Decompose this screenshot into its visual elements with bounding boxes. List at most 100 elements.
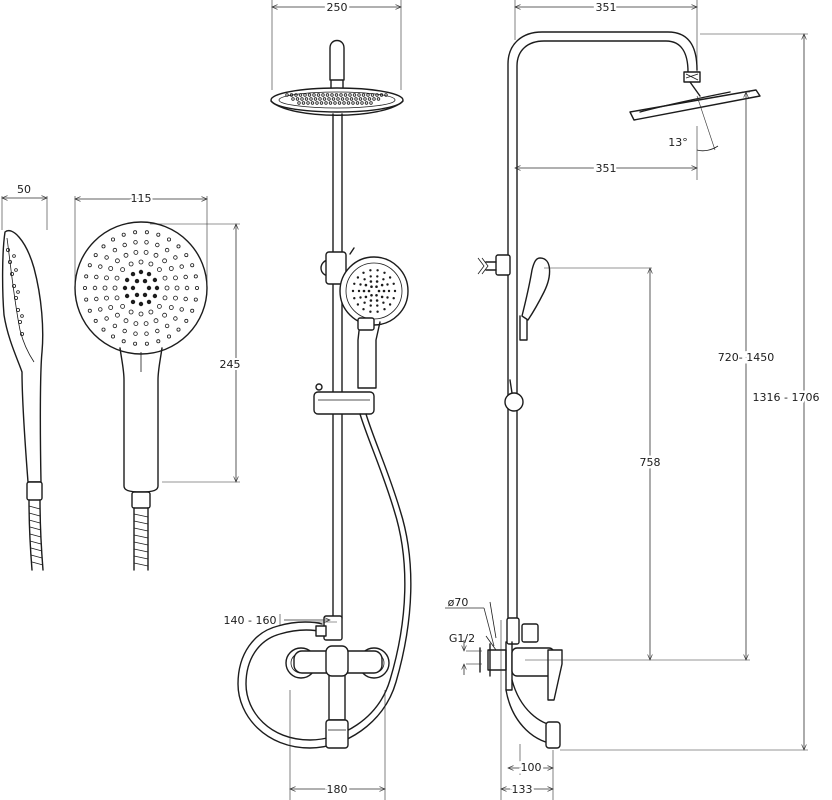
nozzle xyxy=(94,296,99,302)
nozzle xyxy=(120,303,125,309)
nozzle xyxy=(376,97,381,101)
nozzle xyxy=(138,301,144,307)
nozzle xyxy=(122,285,128,291)
nozzle xyxy=(184,318,189,323)
nozzle xyxy=(322,97,327,101)
nozzle xyxy=(357,289,361,293)
handshower-nozzles xyxy=(83,230,199,346)
nozzle xyxy=(315,101,319,105)
nozzle xyxy=(104,275,109,281)
nozzle xyxy=(162,258,168,264)
nozzle xyxy=(327,97,331,101)
nozzle xyxy=(108,305,114,310)
nozzle xyxy=(348,93,352,97)
nozzle xyxy=(162,312,168,318)
nozzle xyxy=(112,323,118,329)
dim-overhead-diameter: 250 xyxy=(327,1,348,14)
handshower-front-view: 115 245 xyxy=(75,190,243,571)
nozzle xyxy=(351,101,355,105)
nozzle xyxy=(318,97,322,101)
dim-thread: G1/2 xyxy=(449,632,475,645)
nozzle xyxy=(152,293,158,299)
nozzle xyxy=(144,240,149,245)
nozzle xyxy=(154,285,160,291)
nozzle xyxy=(123,252,129,258)
nozzle xyxy=(312,93,316,97)
nozzle xyxy=(342,101,346,105)
nozzle xyxy=(134,278,140,284)
nozzle xyxy=(333,101,337,105)
nozzle xyxy=(122,328,127,334)
nozzle xyxy=(128,261,134,267)
nozzle xyxy=(84,297,89,302)
nozzle xyxy=(133,230,138,235)
nozzle xyxy=(155,328,160,334)
nozzle xyxy=(142,292,148,298)
nozzle xyxy=(134,292,140,298)
nozzle xyxy=(336,97,340,101)
nozzle xyxy=(143,249,149,255)
nozzle xyxy=(363,278,366,281)
nozzle xyxy=(193,297,198,302)
nozzle xyxy=(153,252,159,258)
nozzle xyxy=(115,258,120,264)
nozzle xyxy=(164,323,170,329)
nozzle xyxy=(384,93,388,97)
nozzle xyxy=(168,266,174,271)
dim-handshower-width: 115 xyxy=(131,192,152,205)
nozzle xyxy=(321,93,325,97)
nozzle xyxy=(173,295,178,301)
nozzle xyxy=(330,93,334,97)
nozzle xyxy=(364,101,369,105)
dim-tilt-angle: 13° xyxy=(668,136,688,149)
nozzle xyxy=(369,304,372,307)
nozzle xyxy=(162,275,168,281)
nozzle xyxy=(310,101,315,105)
nozzle xyxy=(369,299,373,302)
nozzle xyxy=(148,309,154,315)
dim-mixer-depth: 133 xyxy=(512,783,533,796)
nozzle xyxy=(156,232,161,237)
nozzle xyxy=(364,283,368,287)
nozzle xyxy=(162,295,168,301)
nozzle xyxy=(361,93,366,97)
nozzle xyxy=(92,285,98,291)
dim-arm-reach-mid: 351 xyxy=(596,162,617,175)
nozzle xyxy=(376,275,379,278)
overhead-nozzles xyxy=(285,93,388,105)
nozzle xyxy=(319,101,324,105)
nozzle xyxy=(156,339,161,344)
nozzle xyxy=(93,318,98,323)
nozzle xyxy=(193,274,198,279)
nozzle xyxy=(93,253,98,258)
nozzle xyxy=(392,282,395,285)
nozzle xyxy=(369,310,372,313)
nozzle xyxy=(353,282,356,285)
nozzle xyxy=(115,312,120,318)
nozzle xyxy=(143,321,149,327)
nozzle xyxy=(370,294,373,297)
nozzle xyxy=(382,278,385,281)
nozzle xyxy=(355,101,360,105)
spray-nozzles-side xyxy=(6,247,24,336)
shower-system-front-view: 250 140 - 160 xyxy=(224,0,412,800)
nozzle xyxy=(367,289,371,293)
nozzle xyxy=(122,242,127,248)
nozzle xyxy=(328,101,333,105)
nozzle xyxy=(316,93,321,97)
nozzle xyxy=(190,263,195,268)
dim-total-height: 1316 - 1706 xyxy=(753,391,820,404)
nozzle xyxy=(382,301,385,304)
nozzle xyxy=(179,264,184,269)
nozzle xyxy=(144,230,149,235)
nozzle xyxy=(393,289,397,293)
dim-adjustable-height: 720- 1450 xyxy=(718,351,774,364)
dim-mixer-width: 180 xyxy=(327,783,348,796)
nozzle xyxy=(369,101,373,105)
nozzle xyxy=(183,274,188,280)
nozzle xyxy=(298,93,303,97)
handshower-side-view: 50 xyxy=(2,183,47,571)
nozzle xyxy=(352,93,357,97)
nozzle xyxy=(301,101,306,105)
nozzle xyxy=(156,303,162,309)
